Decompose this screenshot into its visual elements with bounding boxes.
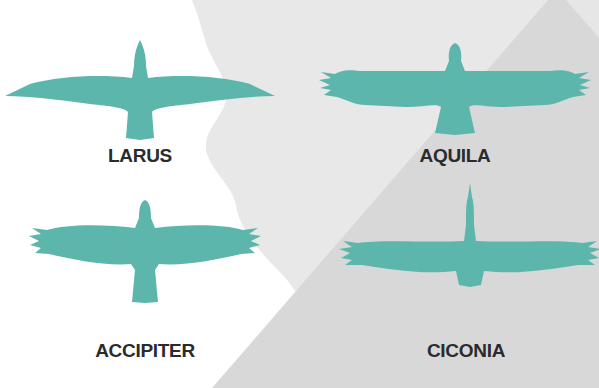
species-label: ACCIPITER	[95, 340, 195, 362]
bird-silhouettes	[5, 40, 599, 303]
larus-silhouette	[5, 40, 275, 140]
species-label: AQUILA	[419, 145, 490, 167]
species-label: CICONIA	[427, 340, 505, 362]
ciconia-silhouette	[339, 183, 599, 287]
aquila-silhouette	[319, 43, 591, 135]
accipiter-silhouette	[29, 200, 261, 303]
map-strip	[566, 0, 599, 38]
map-land	[192, 0, 599, 388]
map-band	[212, 0, 599, 388]
species-label: LARUS	[108, 145, 172, 167]
